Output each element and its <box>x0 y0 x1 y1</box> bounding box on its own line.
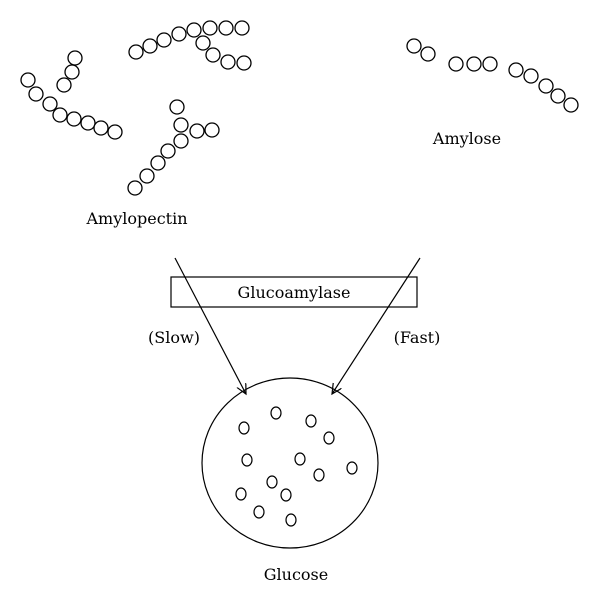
enzyme-box <box>170 276 418 308</box>
amylopectin-chain-upper <box>128 20 252 71</box>
amylose-chain <box>406 38 579 113</box>
glucose-label: Glucose <box>264 565 328 584</box>
slow-arrow <box>174 257 246 394</box>
glucose-pool <box>201 377 379 549</box>
slow-label: (Slow) <box>148 328 200 347</box>
enzyme-label: Glucoamylase <box>238 283 351 302</box>
fast-arrow <box>332 257 421 394</box>
glucose-molecules <box>235 406 358 527</box>
fast-label: (Fast) <box>394 328 441 347</box>
amylopectin-chain-left <box>20 50 123 140</box>
amylopectin-label: Amylopectin <box>85 209 187 228</box>
amylose-label: Amylose <box>432 129 501 148</box>
amylopectin-chain-lower <box>127 99 220 196</box>
